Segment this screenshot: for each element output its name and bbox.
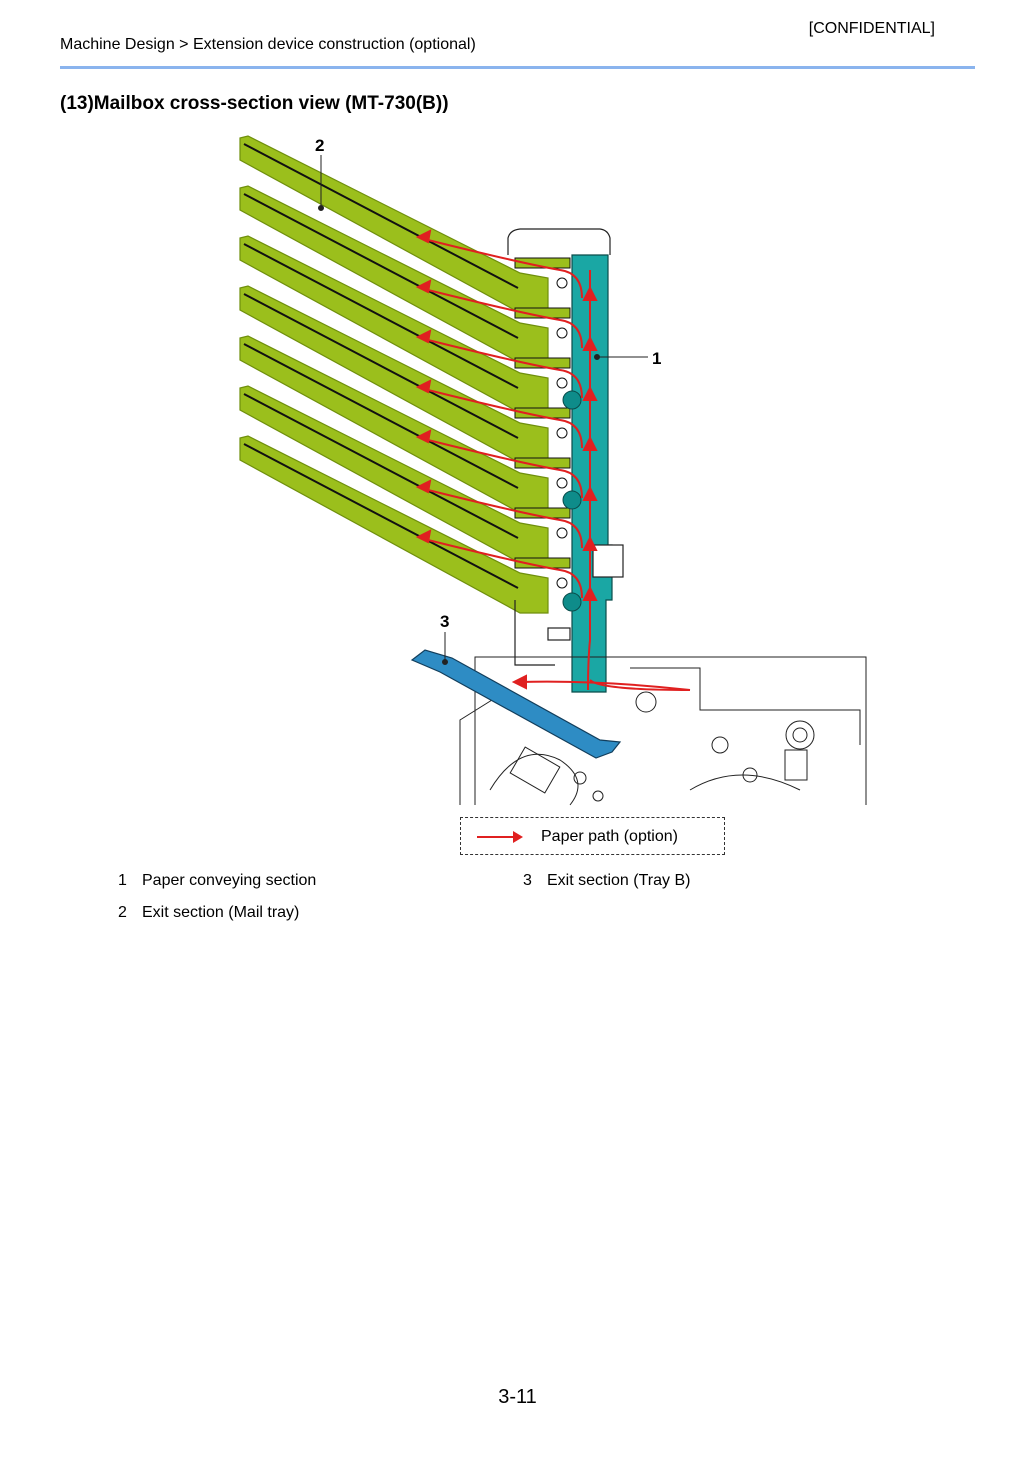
paper-path-arrowhead <box>582 435 598 451</box>
roller <box>562 390 582 410</box>
mail-tray <box>239 185 571 364</box>
paper-path-arrow <box>419 437 583 499</box>
paper-path-arrowhead <box>415 329 432 344</box>
page-number: 3-11 <box>498 1386 537 1408</box>
legend-label: Paper path (option) <box>541 828 678 845</box>
part-item: 2 Exit section (Mail tray) <box>118 904 300 921</box>
callout-1: 1 <box>652 349 661 368</box>
paper-path-arrowhead <box>415 379 432 394</box>
exit-tray-b <box>410 649 622 759</box>
paper-path-arrow <box>419 487 583 549</box>
mailbox-body <box>507 228 611 666</box>
paper-path-tray-b <box>519 680 691 691</box>
conveying-section <box>562 254 624 693</box>
paper-path-arrow <box>419 337 583 399</box>
mail-trays <box>239 135 571 614</box>
paper-path-arrowhead <box>511 674 527 690</box>
paper-path-arrowhead <box>582 485 598 501</box>
mail-tray <box>239 335 571 514</box>
paper-path-arrow <box>419 287 583 349</box>
parts-list-left: 1 Paper conveying section 2 Exit section… <box>118 872 316 936</box>
breadcrumb: Machine Design > Extension device constr… <box>60 36 476 53</box>
roller <box>562 592 582 612</box>
paper-path-arrowhead <box>582 385 598 401</box>
mail-tray <box>239 385 571 564</box>
paper-path-arrowhead <box>582 285 598 301</box>
paper-path-arrowhead <box>582 585 598 601</box>
mail-tray <box>239 135 571 314</box>
roller <box>562 490 582 510</box>
paper-path-arrow <box>419 237 583 299</box>
parts-list-right: 3 Exit section (Tray B) <box>523 872 690 904</box>
paper-path-arrowhead <box>415 279 432 294</box>
paper-path-legend: Paper path (option) <box>460 817 725 855</box>
paper-path-arrowhead <box>582 535 598 551</box>
callout-2: 2 <box>315 136 324 155</box>
section-title: (13)Mailbox cross-section view (MT-730(B… <box>60 93 449 114</box>
part-item: 3 Exit section (Tray B) <box>523 872 691 889</box>
confidential-label: [CONFIDENTIAL] <box>808 20 935 37</box>
mailbox-cross-section-diagram: 2 1 3 <box>239 135 867 806</box>
paper-path-arrowhead <box>415 529 432 544</box>
header-rule <box>60 66 975 69</box>
mail-tray <box>239 285 571 464</box>
main-unit <box>459 656 867 806</box>
paper-path-arrowhead <box>415 229 432 244</box>
part-item: 1 Paper conveying section <box>118 872 317 889</box>
paper-path-arrows <box>415 229 691 691</box>
paper-path-arrow <box>419 387 583 449</box>
callout-3: 3 <box>440 612 449 631</box>
callout-leaders <box>318 155 648 665</box>
paper-path-arrowhead <box>582 335 598 351</box>
paper-path-arrow <box>419 537 583 599</box>
paper-path-vertical <box>587 270 591 691</box>
paper-path-arrowhead <box>415 429 432 444</box>
mail-tray <box>239 235 571 414</box>
paper-path-arrowhead <box>415 479 432 494</box>
mail-tray <box>239 435 571 614</box>
paper-path-arrow-icon <box>477 831 523 843</box>
